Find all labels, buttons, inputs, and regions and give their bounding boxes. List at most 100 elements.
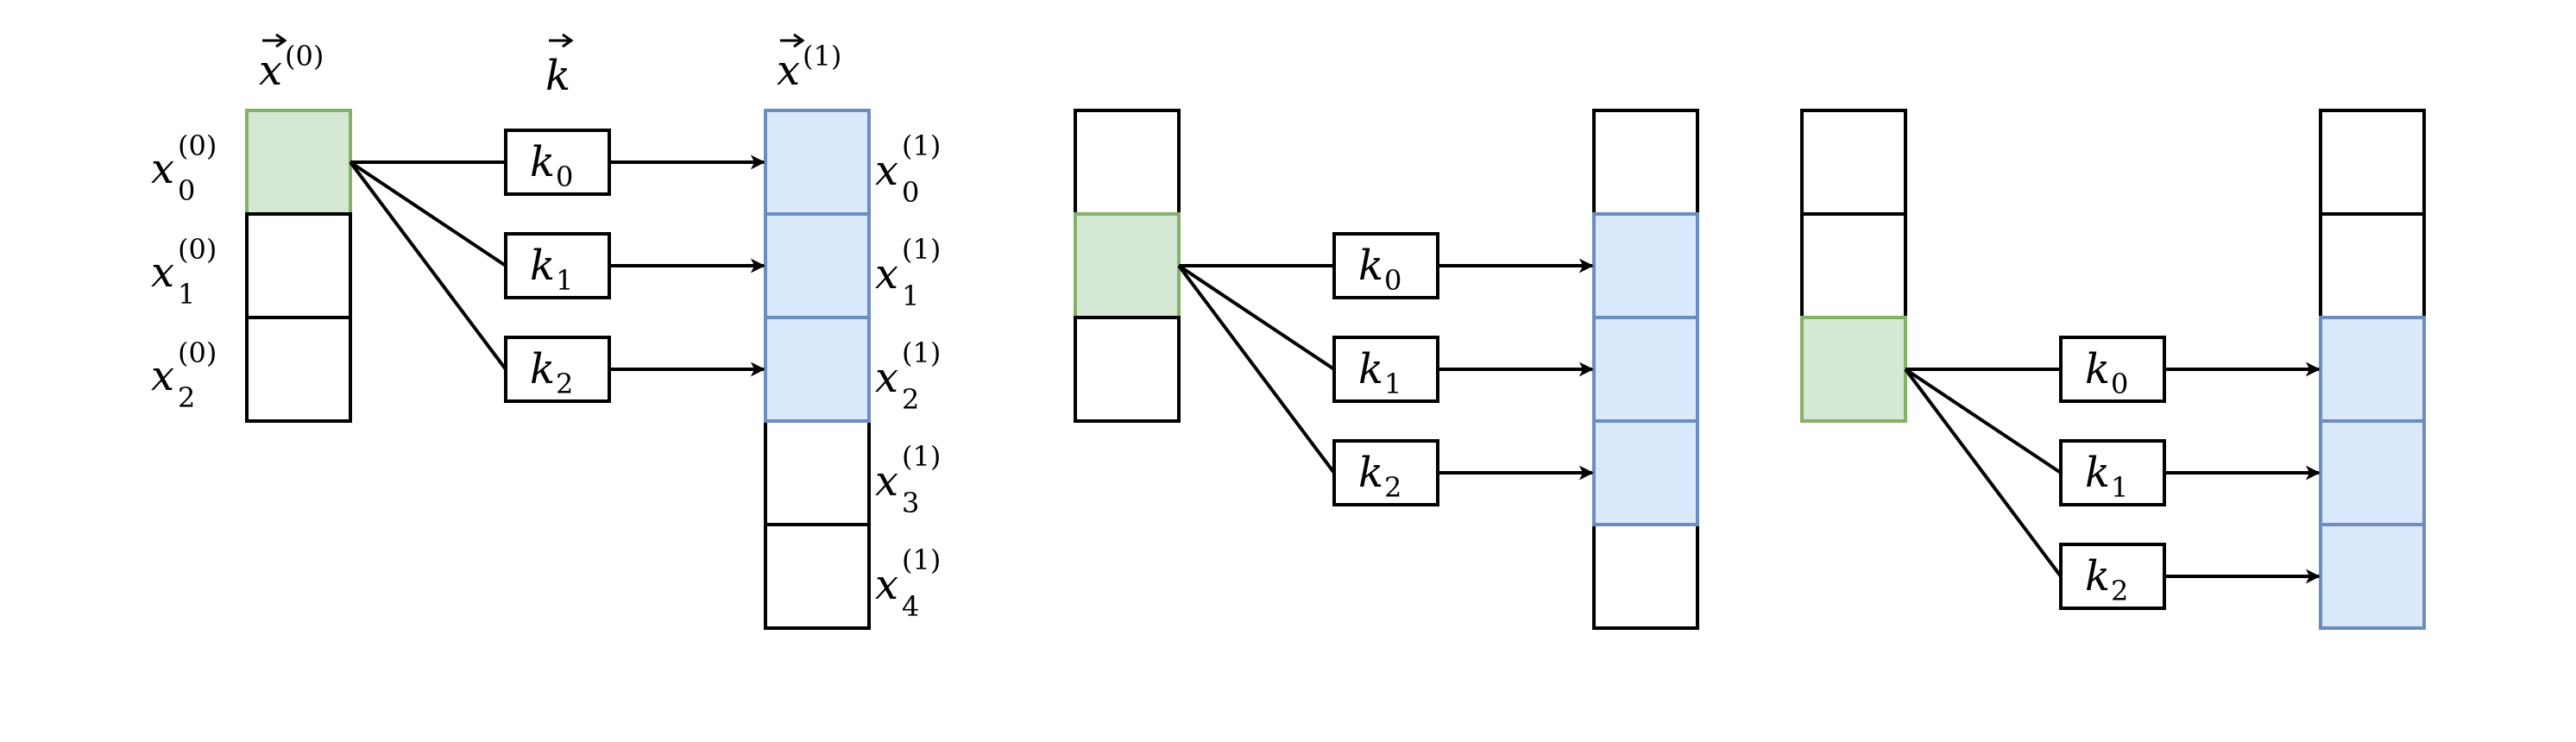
kernel-label-sub: 1 [2111, 471, 2128, 504]
output-cell-active [764, 109, 871, 216]
output-cell-active [764, 316, 871, 423]
input-label: x 0 (0) [151, 129, 217, 207]
svg-text:x: x [875, 147, 898, 195]
kernel-label: k [530, 242, 555, 290]
svg-text:(0): (0) [178, 336, 217, 369]
header-kernel-vector: k [545, 33, 574, 100]
input-cell [1800, 212, 1907, 319]
output-cell [2319, 109, 2426, 216]
output-cell [2319, 212, 2426, 319]
kernel-label: k [1358, 345, 1383, 393]
header-input-vector: x (0) [259, 33, 324, 95]
connector-line [1177, 264, 1336, 475]
kernel-label-sub: 0 [2111, 368, 2128, 400]
kernel-label-sub: 0 [556, 160, 573, 193]
output-label: x 1 (1) [875, 233, 941, 312]
kernel-box [2059, 439, 2166, 506]
svg-text:(1): (1) [902, 233, 941, 266]
input-cell [1800, 109, 1907, 216]
connector-line [349, 160, 507, 267]
svg-text:(1): (1) [902, 440, 941, 473]
svg-text:(1): (1) [902, 544, 941, 576]
kernel-label-sub: 2 [556, 368, 573, 400]
svg-text:1: 1 [178, 278, 195, 311]
svg-text:3: 3 [902, 487, 919, 519]
output-cell [1592, 109, 1699, 216]
header-input-base: x [259, 47, 282, 95]
output-label: x 3 (1) [875, 440, 941, 519]
output-cell [764, 419, 871, 526]
output-label: x 2 (1) [875, 336, 941, 416]
header-input-sup: (0) [285, 40, 324, 72]
kernel-label-sub: 2 [1384, 471, 1401, 504]
output-cell-active [764, 212, 871, 319]
kernel-box [504, 232, 611, 299]
svg-text:4: 4 [902, 590, 919, 623]
output-cell [1592, 523, 1699, 630]
input-cell-active [245, 109, 352, 216]
connector-line [349, 160, 507, 371]
output-cell-active [1592, 316, 1699, 423]
output-cell-active [2319, 316, 2426, 423]
svg-text:(0): (0) [178, 233, 217, 266]
svg-text:x: x [875, 354, 898, 402]
connector-line [1904, 368, 2063, 578]
svg-text:0: 0 [902, 176, 919, 209]
kernel-label-sub: 1 [1384, 368, 1401, 400]
input-label: x 1 (0) [151, 233, 217, 311]
kernel-label: k [530, 138, 555, 186]
svg-text:2: 2 [902, 383, 919, 416]
kernel-box [1332, 336, 1439, 403]
header-kernel-base: k [545, 52, 570, 100]
svg-text:(0): (0) [178, 129, 217, 162]
output-cell-active [1592, 419, 1699, 526]
input-cell [1074, 109, 1181, 216]
kernel-label: k [2085, 449, 2110, 497]
input-labels: x 0 (0) x 1 (0) x 2 (0) [151, 129, 217, 414]
kernel-label-sub: 0 [1384, 264, 1401, 297]
input-label: x 2 (0) [151, 336, 217, 414]
output-labels: x 0 (1) x 1 (1) x 2 (1) x 3 (1) x 4 (1) [875, 129, 941, 623]
svg-text:x: x [151, 248, 174, 297]
svg-text:2: 2 [178, 381, 195, 414]
connector-line [1904, 368, 2063, 475]
kernel-label: k [1358, 449, 1383, 497]
kernel-label: k [530, 345, 555, 393]
kernel-label: k [2085, 552, 2110, 601]
output-cell [764, 523, 871, 630]
kernel-box [2059, 543, 2166, 610]
header-output-vector: x (1) [777, 33, 841, 95]
kernel-label-sub: 2 [2111, 575, 2128, 607]
kernel-label: k [2085, 345, 2110, 393]
header-output-sup: (1) [803, 40, 841, 72]
kernel-box [1332, 232, 1439, 299]
input-cell [245, 316, 352, 423]
output-cell-active [1592, 212, 1699, 319]
kernel-box [1332, 439, 1439, 506]
svg-text:x: x [151, 145, 174, 193]
header-output-base: x [777, 47, 800, 95]
output-cell-active [2319, 419, 2426, 526]
kernel-label-sub: 1 [556, 264, 573, 297]
output-cell-active [2319, 523, 2426, 630]
svg-text:x: x [875, 250, 898, 299]
svg-text:x: x [875, 561, 898, 609]
output-label: x 0 (1) [875, 129, 941, 209]
svg-text:x: x [151, 352, 174, 400]
svg-text:(1): (1) [902, 129, 941, 162]
svg-text:(1): (1) [902, 336, 941, 369]
svg-text:x: x [875, 457, 898, 506]
kernel-box [2059, 336, 2166, 403]
kernel-box [504, 336, 611, 403]
output-label: x 4 (1) [875, 544, 941, 623]
input-cell [245, 212, 352, 319]
svg-text:0: 0 [178, 174, 195, 207]
connector-line [1177, 264, 1336, 371]
input-cell-active [1800, 316, 1907, 423]
kernel-box [504, 129, 611, 196]
